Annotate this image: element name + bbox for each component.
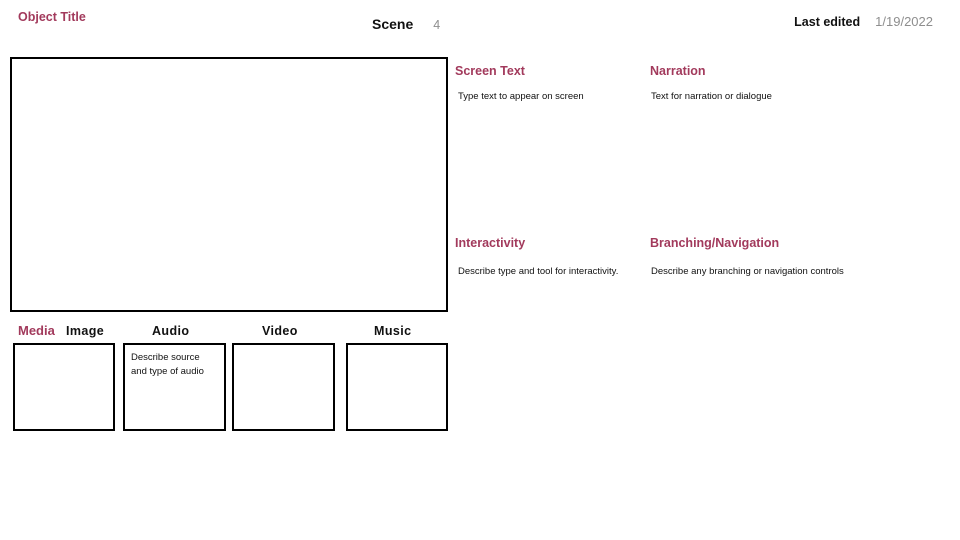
screen-text-heading: Screen Text — [455, 64, 525, 78]
media-box-image[interactable] — [13, 343, 115, 431]
narration-field[interactable]: Text for narration or dialogue — [651, 91, 772, 102]
interactivity-heading: Interactivity — [455, 236, 526, 250]
media-box-video[interactable] — [232, 343, 335, 431]
media-label-audio: Audio — [152, 324, 190, 338]
scene-frame-placeholder[interactable] — [10, 57, 448, 312]
screen-text-field[interactable]: Type text to appear on screen — [458, 91, 584, 102]
last-edited-label: Last edited — [794, 15, 861, 29]
media-label-music: Music — [374, 324, 412, 338]
media-box-audio[interactable]: Describe source and type of audio — [123, 343, 226, 431]
media-heading: Media — [18, 323, 55, 338]
interactivity-field[interactable]: Describe type and tool for interactivity… — [458, 266, 619, 277]
scene-number[interactable]: 4 — [433, 18, 441, 32]
last-edited-date[interactable]: 1/19/2022 — [875, 14, 933, 29]
branching-navigation-field[interactable]: Describe any branching or navigation con… — [651, 266, 844, 277]
scene-label: Scene — [372, 16, 414, 32]
object-title[interactable]: Object Title — [18, 10, 86, 24]
media-box-music[interactable] — [346, 343, 448, 431]
media-label-video: Video — [262, 324, 298, 338]
audio-placeholder-text[interactable]: Describe source and type of audio — [131, 352, 204, 377]
narration-heading: Narration — [650, 64, 706, 78]
last-edited-group: Last edited 1/19/2022 — [794, 14, 933, 29]
media-label-image: Image — [66, 324, 105, 338]
branching-navigation-heading: Branching/Navigation — [650, 236, 780, 250]
scene-group: Scene 4 — [372, 16, 440, 32]
